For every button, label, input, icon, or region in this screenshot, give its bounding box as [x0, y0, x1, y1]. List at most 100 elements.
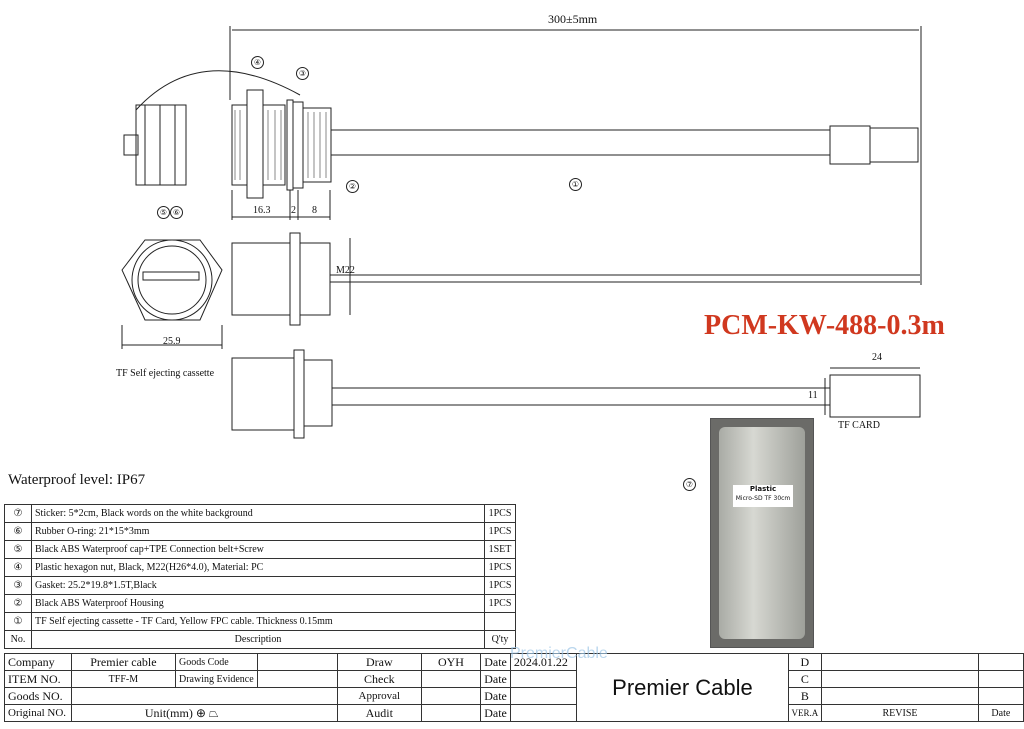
audit-date: [509, 704, 578, 722]
balloon-7: ⑦: [683, 478, 696, 491]
dim-8: 8: [312, 205, 317, 216]
bom-description: Black ABS Waterproof Housing: [31, 594, 485, 613]
bom-item-no: ⑦: [4, 504, 32, 523]
balloon-3: ③: [296, 67, 309, 80]
watermark: PremierCable: [510, 645, 608, 662]
dim-25-9: 25.9: [163, 336, 181, 347]
bom-header-qty: Q'ty: [484, 630, 516, 649]
bom-quantity: 1SET: [484, 540, 516, 559]
date-label-2: Date: [480, 670, 511, 688]
bom-quantity: 1PCS: [484, 558, 516, 577]
goods-value: [70, 687, 338, 705]
audit-value: [420, 704, 482, 722]
dim-2: 2: [291, 205, 296, 216]
cap-body: [135, 104, 187, 186]
rev-c-cell: [821, 670, 979, 688]
tf-card-side: [829, 374, 921, 418]
bom-item-no: ⑥: [4, 522, 32, 541]
date-label-4: Date: [480, 704, 511, 722]
revise-label: REVISE: [821, 704, 979, 722]
dim-24: 24: [872, 352, 882, 363]
item-value: TFF-M: [70, 670, 176, 688]
bom-description: Rubber O-ring: 21*15*3mm: [31, 522, 485, 541]
bom-quantity: 1PCS: [484, 594, 516, 613]
hex-end-view: [121, 239, 223, 321]
rev-d-cell: [821, 653, 979, 671]
rev-a: VER.A: [787, 704, 823, 722]
company-value: Premier cable: [70, 653, 176, 671]
approval-date: [509, 687, 578, 705]
rev-c: C: [787, 670, 823, 688]
cassette-label: TF Self ejecting cassette: [116, 368, 215, 379]
bom-quantity: 1PCS: [484, 576, 516, 595]
sticker-title: Plastic: [749, 485, 777, 493]
bom-description: Black ABS Waterproof cap+TPE Connection …: [31, 540, 485, 559]
check-date: [509, 670, 578, 688]
audit-label: Audit: [336, 704, 422, 722]
gasket: [286, 99, 294, 191]
company-big-name: Premier Cable: [576, 653, 789, 722]
draw-label: Draw: [336, 653, 422, 671]
dim-m22: M22: [336, 265, 355, 276]
overall-length-label: 300±5mm: [548, 12, 598, 26]
balloon-5: ⑤: [157, 206, 170, 219]
bom-item-no: ⑤: [4, 540, 32, 559]
tf-card-label: TF CARD: [838, 420, 880, 431]
goods-label: Goods NO.: [4, 687, 72, 705]
title-block: Company Premier cable Goods Code Draw OY…: [4, 653, 1024, 722]
date-label-1: Date: [480, 653, 511, 671]
bom-item-no: ③: [4, 576, 32, 595]
bom-item-no: ①: [4, 612, 32, 631]
bom-description: Plastic hexagon nut, Black, M22(H26*4.0)…: [31, 558, 485, 577]
drawing-evidence: Drawing Evidence: [174, 670, 258, 688]
dim-11: 11: [808, 390, 818, 401]
part-number: PCM-KW-488-0.3m: [704, 310, 945, 341]
balloon-2: ②: [346, 180, 359, 193]
bom-description: Sticker: 5*2cm, Black words on the white…: [31, 504, 485, 523]
bom-description: Gasket: 25.2*19.8*1.5T,Black: [31, 576, 485, 595]
rev-b-date: [977, 687, 1024, 705]
check-value: [420, 670, 482, 688]
bom-item-no: ④: [4, 558, 32, 577]
balloon-4: ④: [251, 56, 264, 69]
balloon-1: ①: [569, 178, 582, 191]
date-label-3: Date: [480, 687, 511, 705]
unit-label: Unit(mm): [144, 705, 193, 720]
rev-c-date: [977, 670, 1024, 688]
approval-value: [420, 687, 482, 705]
projection-symbol-icon: ⊕ ⏢: [195, 705, 219, 720]
bom-description: TF Self ejecting cassette - TF Card, Yel…: [31, 612, 485, 631]
item-label: ITEM NO.: [4, 670, 72, 688]
sticker-subtitle: Micro-SD TF 30cm: [735, 495, 791, 502]
bom-quantity: 1PCS: [484, 522, 516, 541]
drawing-evidence-value: [256, 670, 338, 688]
hex-nut: [246, 89, 264, 199]
dim-16-3: 16.3: [253, 205, 271, 216]
rev-date-label: Date: [977, 704, 1024, 722]
approval-label: Approval: [336, 687, 422, 705]
bom-header-no: No.: [4, 630, 32, 649]
date-value: 2024.01.22: [509, 653, 578, 671]
bom-item-no: ②: [4, 594, 32, 613]
rev-b-cell: [821, 687, 979, 705]
rev-b: B: [787, 687, 823, 705]
goods-code-label: Goods Code: [174, 653, 258, 671]
draw-value: OYH: [420, 653, 482, 671]
goods-code-value: [256, 653, 338, 671]
cap-screw: [123, 134, 139, 156]
balloon-6: ⑥: [170, 206, 183, 219]
tether-strap: [135, 70, 301, 111]
bom-quantity: 1PCS: [484, 504, 516, 523]
bom-quantity: [484, 612, 516, 631]
check-label: Check: [336, 670, 422, 688]
